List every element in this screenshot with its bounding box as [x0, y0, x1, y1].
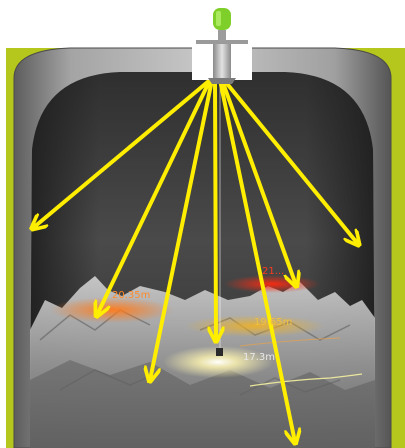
reading-label: 19.65m [254, 317, 292, 328]
plumb-bob [216, 348, 223, 356]
reading-label: 20.35m [112, 290, 150, 301]
hotspot-red [224, 275, 320, 293]
sensor-cap-icon [213, 8, 231, 30]
sensor-cap-highlight [216, 11, 221, 26]
beam-arrow [215, 80, 216, 340]
sensor-device [192, 8, 252, 84]
sensor-neck [218, 30, 226, 42]
reading-label: 21... [262, 266, 284, 277]
sensor-body [213, 44, 231, 78]
reading-label: 17.3m [243, 352, 275, 363]
sensor-lens [208, 78, 236, 84]
